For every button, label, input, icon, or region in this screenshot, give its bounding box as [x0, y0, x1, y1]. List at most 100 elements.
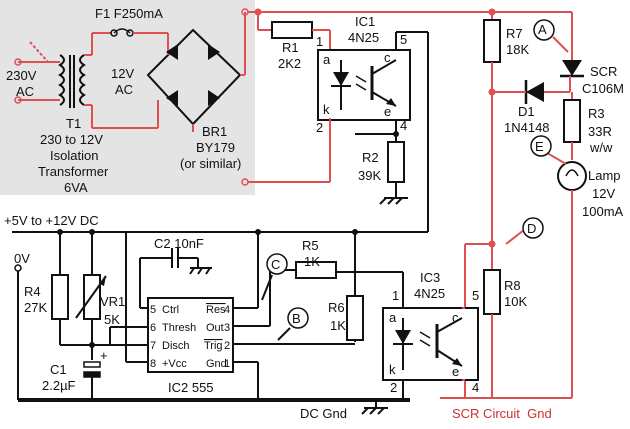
resistor-r3 — [563, 99, 581, 143]
ic1-part: 4N25 — [348, 30, 379, 45]
c1-value: 2.2µF — [42, 378, 76, 393]
dc-supply-label: +5V to +12V DC — [4, 213, 99, 228]
ic2-pin5-label: Ctrl — [162, 304, 179, 316]
lamp — [557, 161, 587, 191]
fuse-f1 — [110, 28, 150, 37]
transformer-ratio: 230 to 12V — [40, 132, 103, 147]
bridge-name: BR1 — [202, 124, 227, 139]
resistor-r6 — [346, 295, 364, 341]
ic2-555-timer — [147, 297, 234, 373]
ic3-pin1: 1 — [392, 288, 399, 303]
ic2-pin8-num: 8 — [150, 358, 156, 370]
r8-value: 10K — [504, 294, 527, 309]
ic2-pin3-num: 3 — [224, 322, 230, 334]
secondary-voltage-label: 12V — [111, 66, 134, 81]
ic2-pin7-num: 7 — [150, 340, 156, 352]
ic2-pin4-label: Res — [206, 304, 226, 316]
vr1-value: 5K — [104, 312, 120, 327]
ic2-pin2-label: Trig — [204, 340, 223, 352]
transformer-t1 — [58, 32, 158, 129]
r4-value: 27K — [24, 300, 47, 315]
transformer-rating: 6VA — [64, 180, 88, 195]
resistor-r2 — [387, 141, 405, 183]
ic2-pin5-num: 5 — [150, 304, 156, 316]
ic1-cathode: k — [323, 102, 330, 117]
c1-polarity: + — [100, 348, 108, 363]
bridge-rectifier-br1 — [146, 12, 246, 132]
ic3-anode: a — [389, 310, 397, 325]
test-point-c — [266, 253, 288, 275]
r1-value: 2K2 — [278, 56, 301, 71]
ic3-cathode: k — [389, 362, 396, 377]
lamp-current: 100mA — [582, 204, 624, 219]
test-point-b — [287, 307, 309, 329]
r3-type: w/w — [589, 140, 613, 155]
r7-name: R7 — [506, 26, 523, 41]
ic1-pin2: 2 — [316, 120, 323, 135]
ic2-pin3-label: Out — [206, 322, 224, 334]
c1-name: C1 — [50, 362, 67, 377]
ic2-pin1-label: Gnd — [206, 358, 227, 370]
test-point-a-label: A — [538, 22, 547, 37]
r2-value: 39K — [358, 168, 381, 183]
r1-name: R1 — [282, 40, 299, 55]
r5-name: R5 — [302, 238, 319, 253]
resistor-r7 — [483, 19, 501, 63]
scr-part: C106M — [582, 81, 624, 96]
ic1-pin1: 1 — [316, 34, 323, 49]
r5-value: 1K — [304, 254, 320, 269]
ic1-name: IC1 — [355, 14, 375, 29]
ic2-pin4-num: 4 — [224, 304, 230, 316]
secondary-ac-label: AC — [115, 82, 133, 97]
ic3-collector: c — [452, 310, 459, 325]
test-point-e-label: E — [535, 139, 544, 154]
test-point-d-label: D — [527, 221, 536, 236]
ic2-pin8-label: +Vcc — [162, 358, 187, 370]
d1-name: D1 — [518, 104, 535, 119]
r3-value: 33R — [588, 124, 612, 139]
r6-name: R6 — [328, 300, 345, 315]
ic3-emitter: e — [452, 364, 459, 379]
resistor-r5 — [295, 261, 337, 279]
ic2-name: IC2 555 — [168, 380, 214, 395]
diode-d1 — [526, 82, 544, 102]
ic3-pin2: 2 — [390, 380, 397, 395]
transformer-type-1: Isolation — [50, 148, 98, 163]
ic2-pin7-label: Disch — [162, 340, 190, 352]
zero-volt-label: 0V — [14, 251, 30, 266]
lamp-name: Lamp — [588, 168, 621, 183]
test-point-b-label: B — [292, 311, 301, 326]
mains-voltage-label: 230V — [6, 68, 37, 83]
ic1-pin5: 5 — [400, 32, 407, 47]
lamp-voltage: 12V — [592, 186, 615, 201]
scr-gnd-label: SCR Circuit Gnd — [452, 406, 552, 421]
ic3-pin4: 4 — [472, 380, 479, 395]
r2-name: R2 — [362, 150, 379, 165]
ic1-anode: a — [323, 52, 331, 67]
d1-part: 1N4148 — [504, 120, 550, 135]
vr1-name: VR1 — [100, 294, 125, 309]
mains-input — [14, 41, 60, 104]
ic2-pin6-num: 6 — [150, 322, 156, 334]
bridge-part: BY179 — [196, 140, 235, 155]
dc-gnd-label: DC Gnd — [300, 406, 347, 421]
capacitor-c1 — [83, 361, 101, 368]
r4-name: R4 — [24, 284, 41, 299]
mains-ac-label: AC — [16, 84, 34, 99]
test-point-a — [533, 19, 555, 41]
resistor-r8 — [483, 269, 501, 315]
ic3-pin5: 5 — [472, 288, 479, 303]
test-point-e — [530, 135, 552, 157]
transformer-name: T1 — [66, 116, 81, 131]
scr-thyristor — [562, 60, 582, 76]
ic1-pin4: 4 — [400, 118, 407, 133]
ic2-pin1-num: 1 — [224, 358, 230, 370]
bridge-note: (or similar) — [180, 156, 241, 171]
fuse-label: F1 F250mA — [95, 6, 163, 21]
scr-name: SCR — [590, 64, 617, 79]
test-point-d — [522, 217, 544, 239]
ic3-part: 4N25 — [414, 286, 445, 301]
ic2-pin6-label: Thresh — [162, 322, 196, 334]
c2-label: C2 10nF — [154, 236, 204, 251]
